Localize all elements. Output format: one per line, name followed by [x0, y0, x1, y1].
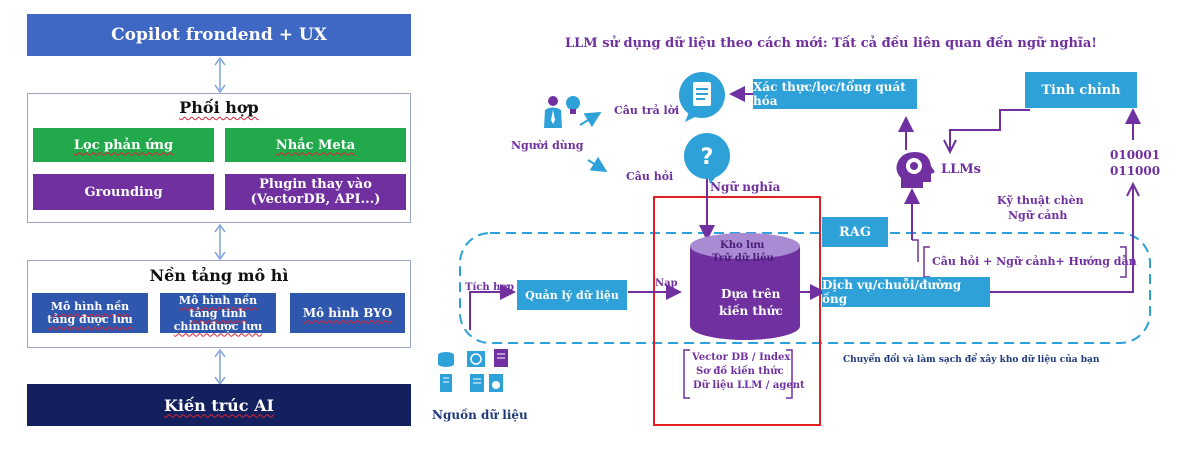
load-label: Nạp — [655, 278, 678, 289]
document-icon — [679, 72, 725, 122]
orchestration-panel: Phối hợp Lọc phản ứng Nhắc Meta Groundin… — [27, 93, 411, 223]
server-icon — [494, 349, 508, 367]
orchestration-title: Phối hợp — [179, 98, 259, 117]
hosted-model-box: Mô hình nền tảng được lưu — [32, 293, 148, 333]
knowledge-database — [690, 233, 800, 340]
lightbulb-icon — [566, 96, 580, 114]
diagram-title: LLM sử dụng dữ liệu theo cách mới: Tất c… — [565, 36, 1097, 51]
rag-box: RAG — [822, 217, 888, 247]
arrow-connector — [214, 56, 226, 94]
db-list-item-2: Sơ đồ kiến thức — [696, 366, 784, 377]
arrow-connector — [214, 223, 226, 261]
answer-label: Câu trả lời — [614, 104, 680, 117]
llms-label: LLMs — [941, 162, 981, 177]
validate-filter-box: Xác thực/lọc/tổng quát hóa — [753, 79, 917, 109]
storage-line-2: Trữ dữ liệu — [712, 253, 774, 264]
report-icon — [470, 374, 503, 392]
brain-gear-icon — [896, 152, 935, 188]
data-management-box: Quản lý dữ liệu — [517, 280, 627, 310]
context-injection-line-1: Kỹ thuật chèn — [997, 194, 1084, 207]
finetune-box: Tinh chỉnh — [1025, 72, 1137, 108]
byo-model-box: Mô hình BYO — [290, 293, 405, 333]
binary-line-1: 010001 — [1110, 148, 1161, 162]
globe-icon — [467, 351, 485, 367]
user-icon — [544, 96, 562, 128]
knowledge-line-2: kiến thức — [719, 304, 783, 318]
meta-prompt-box: Nhắc Meta — [225, 128, 406, 162]
context-injection-line-2: Ngữ cảnh — [1008, 209, 1068, 222]
plugin-box: Plugin thay vào (VectorDB, API...) — [225, 174, 406, 210]
knowledge-line-1: Dựa trên — [721, 287, 781, 301]
integration-label: Tích hợp — [465, 282, 515, 293]
binary-line-2: 011000 — [1110, 164, 1161, 178]
ai-architecture-bar: Kiến trúc AI — [27, 384, 411, 426]
question-label: Câu hỏi — [626, 170, 674, 183]
semantic-label: Ngữ nghĩa — [710, 180, 781, 194]
svg-text:?: ? — [701, 145, 714, 170]
transform-label: Chuyển đổi và làm sạch để xây kho dữ liệ… — [843, 355, 1100, 365]
grounding-box: Grounding — [33, 174, 214, 210]
foundation-title: Nền tảng mô hì — [149, 266, 289, 285]
database-icon — [438, 352, 454, 392]
prompt-label: Câu hỏi + Ngữ cảnh+ Hướng dẫn — [932, 255, 1137, 268]
data-sources-label: Nguồn dữ liệu — [432, 408, 528, 422]
response-filter-box: Lọc phản ứng — [33, 128, 214, 162]
question-icon: ? — [684, 133, 730, 184]
finetuned-model-box: Mô hình nền tảng tinh chỉnhđược lưu — [160, 293, 276, 333]
storage-line-1: Kho lưu — [720, 240, 765, 251]
user-label: Người dùng — [511, 139, 584, 152]
copilot-frontend-bar: Copilot frondend + UX — [27, 14, 411, 56]
db-list-item-1: Vector DB / Index — [692, 352, 791, 363]
services-box: Dịch vụ/chuỗi/đường ống — [822, 277, 990, 307]
foundation-models-panel: Nền tảng mô hì Mô hình nền tảng được lưu… — [27, 260, 411, 348]
db-list-item-3: Dữ liệu LLM / agent — [693, 380, 805, 391]
